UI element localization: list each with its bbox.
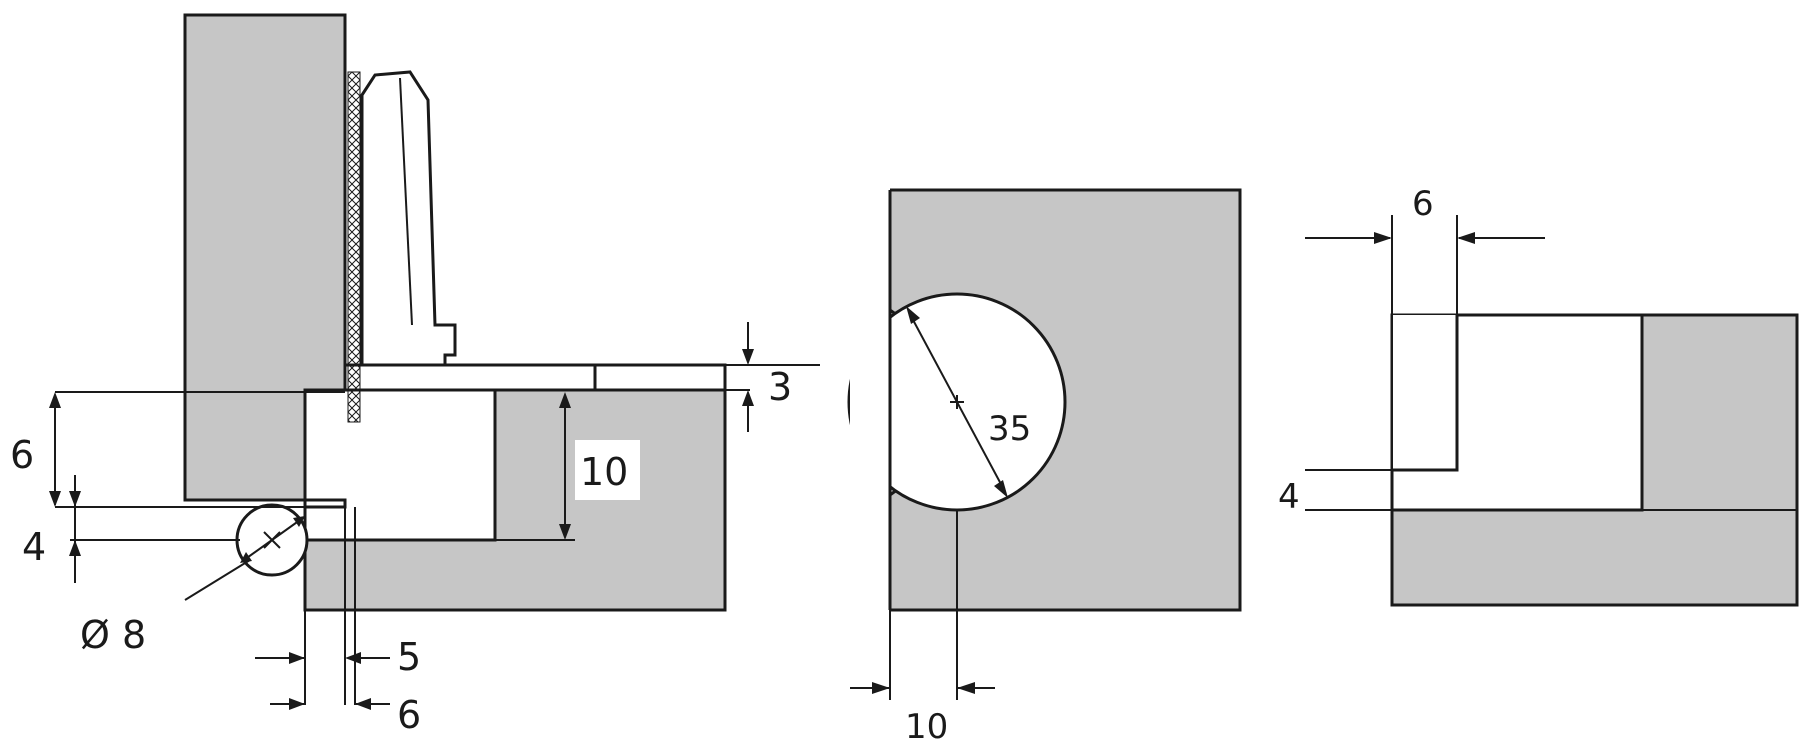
figure-cross-section: 6 4 Ø 8 10 3 5	[10, 13, 820, 737]
dim-overlay: 6	[1412, 184, 1434, 224]
dim-overlay-gap: 4	[1278, 477, 1300, 517]
dim-drill-diameter: Ø 8	[80, 613, 146, 657]
dim-cup-depth-box	[575, 440, 640, 500]
overlay-block	[1392, 315, 1457, 470]
cup-recess	[303, 388, 497, 542]
plate-extension	[593, 363, 727, 392]
dim-cup-diameter: 35	[988, 409, 1031, 449]
figure-overlay-detail: 6 4	[1278, 184, 1799, 607]
dim-plate-thickness: 3	[768, 365, 792, 409]
dim-gap: 4	[22, 525, 46, 569]
dim-edge-distance-a: 5	[397, 635, 421, 679]
dim-cup-depth: 10	[580, 450, 628, 494]
dim-overlay-height: 6	[10, 433, 34, 477]
hinge-strip	[347, 71, 361, 423]
figure-cup-bore: 35 10	[847, 180, 1242, 746]
mounting-plate	[343, 363, 597, 392]
hinge-arm	[360, 70, 457, 367]
dim-edge-distance-b: 6	[397, 693, 421, 737]
dim-cup-edge-distance: 10	[905, 707, 948, 746]
